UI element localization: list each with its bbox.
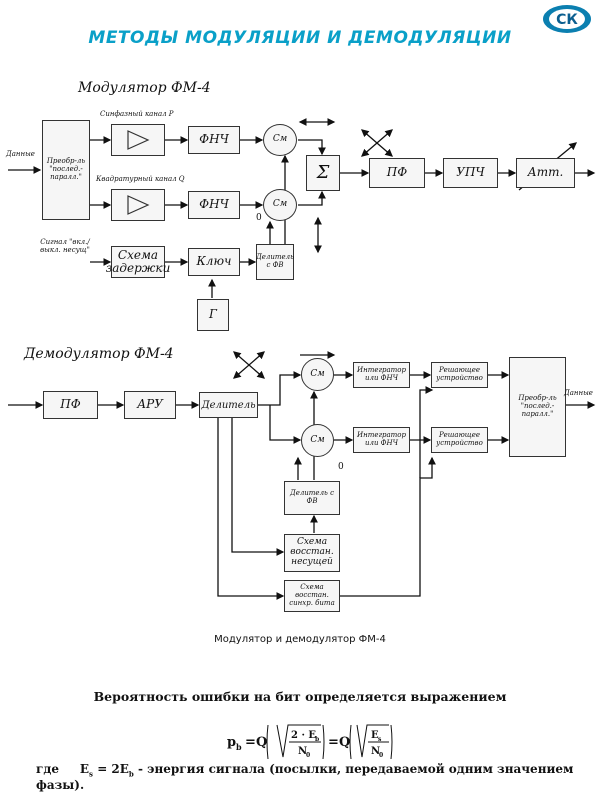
demodulator-title: Демодулятор ФМ-4 xyxy=(24,346,174,362)
bit-sync-recovery: Схема восстан. синхр. бита xyxy=(284,580,340,612)
formula-den1-sub: 0 xyxy=(306,752,310,759)
delay-circuit: Схема задержки xyxy=(106,246,170,278)
amplifier-p xyxy=(111,124,165,156)
decision-device-q: Решающее устройство xyxy=(431,427,488,453)
splitter: Делитель xyxy=(199,392,258,418)
energy-definition: где Es = 2Eb - энергия сигнала (посылки,… xyxy=(36,762,600,792)
modulator-title: Модулятор ФМ-4 xyxy=(78,80,211,96)
decision-device-i: Решающее устройство xyxy=(431,362,488,388)
demod-output-label: Данные xyxy=(564,389,593,397)
demod-serial-parallel-converter: Преобр-ль "послед.-паралл." xyxy=(509,357,566,457)
definition-es: E xyxy=(79,762,90,776)
formula-den2: N xyxy=(371,746,380,757)
key-switch: Ключ xyxy=(188,248,240,276)
demod-mixer-q: См xyxy=(301,424,334,457)
formula-num1-sub: b xyxy=(315,736,319,743)
definition-es-sub: s xyxy=(89,769,93,779)
lpf-p: ФНЧ xyxy=(188,126,240,154)
channel-p-label: Синфазный канал P xyxy=(100,110,174,118)
if-amplifier: УПЧ xyxy=(443,158,498,188)
demod-mixer-i: См xyxy=(301,358,334,391)
definition-eb-sub: b xyxy=(128,769,134,779)
integrator-i: Интегратор или ФНЧ xyxy=(353,362,410,388)
error-probability-formula: p b = Q 2 · E b N 0 = Q E s N 0 xyxy=(227,724,393,760)
svg-text:=: = xyxy=(245,735,256,750)
mod-serial-parallel-converter: Преобр-ль "послед.-паралл." xyxy=(42,120,90,220)
formula-num2: E xyxy=(371,730,379,741)
channel-q-label: Квадратурный канал Q xyxy=(96,175,185,183)
triangle-amp-icon xyxy=(127,195,150,215)
mod-bandpass-filter: ПФ xyxy=(369,158,425,188)
demod-bandpass-filter: ПФ xyxy=(43,391,98,419)
phase-zero-label: 0 xyxy=(256,213,262,223)
formula-num1: 2 · E xyxy=(291,730,316,741)
mixer-p: См xyxy=(263,124,297,156)
amplifier-q xyxy=(111,189,165,221)
block-diagram-lines xyxy=(8,118,596,600)
logo: СК xyxy=(543,5,591,33)
probability-text: Вероятность ошибки на бит определяется в… xyxy=(93,689,507,704)
generator: Г xyxy=(197,299,229,331)
triangle-amp-icon xyxy=(127,130,150,150)
figure-caption: Модулятор и демодулятор ФМ-4 xyxy=(214,634,386,645)
svg-text:=: = xyxy=(328,735,339,750)
attenuator: Атт. xyxy=(516,158,575,188)
formula-den2-sub: 0 xyxy=(379,752,383,759)
formula-num2-sub: s xyxy=(378,736,382,743)
carrier-recovery: Схема восстан. несущей xyxy=(284,534,340,572)
agc: АРУ xyxy=(124,391,176,419)
definition-where: где xyxy=(36,762,59,776)
summer: Σ xyxy=(306,155,340,191)
formula-q1: Q xyxy=(256,735,267,750)
mod-phase-divider: Делитель с ФВ xyxy=(256,244,294,280)
lpf-q: ФНЧ xyxy=(188,191,240,219)
formula-lhs-sub: b xyxy=(236,742,242,752)
demod-phase-divider: Делитель с ФВ xyxy=(284,481,340,515)
mod-input-label: Данные xyxy=(6,150,35,158)
logo-text: СК xyxy=(556,12,578,28)
formula-den1: N xyxy=(298,746,307,757)
page-title: МЕТОДЫ МОДУЛЯЦИИ И ДЕМОДУЛЯЦИИ xyxy=(88,28,512,48)
formula-lhs: p xyxy=(227,735,236,750)
formula-q2: Q xyxy=(339,735,350,750)
demod-phase-zero-label: 0 xyxy=(338,462,344,472)
carrier-signal-label: Сигнал "вкл./выкл. несущ" xyxy=(40,238,90,254)
definition-eq: = 2E xyxy=(97,762,129,776)
mixer-q: См xyxy=(263,189,297,221)
integrator-q: Интегратор или ФНЧ xyxy=(353,427,410,453)
